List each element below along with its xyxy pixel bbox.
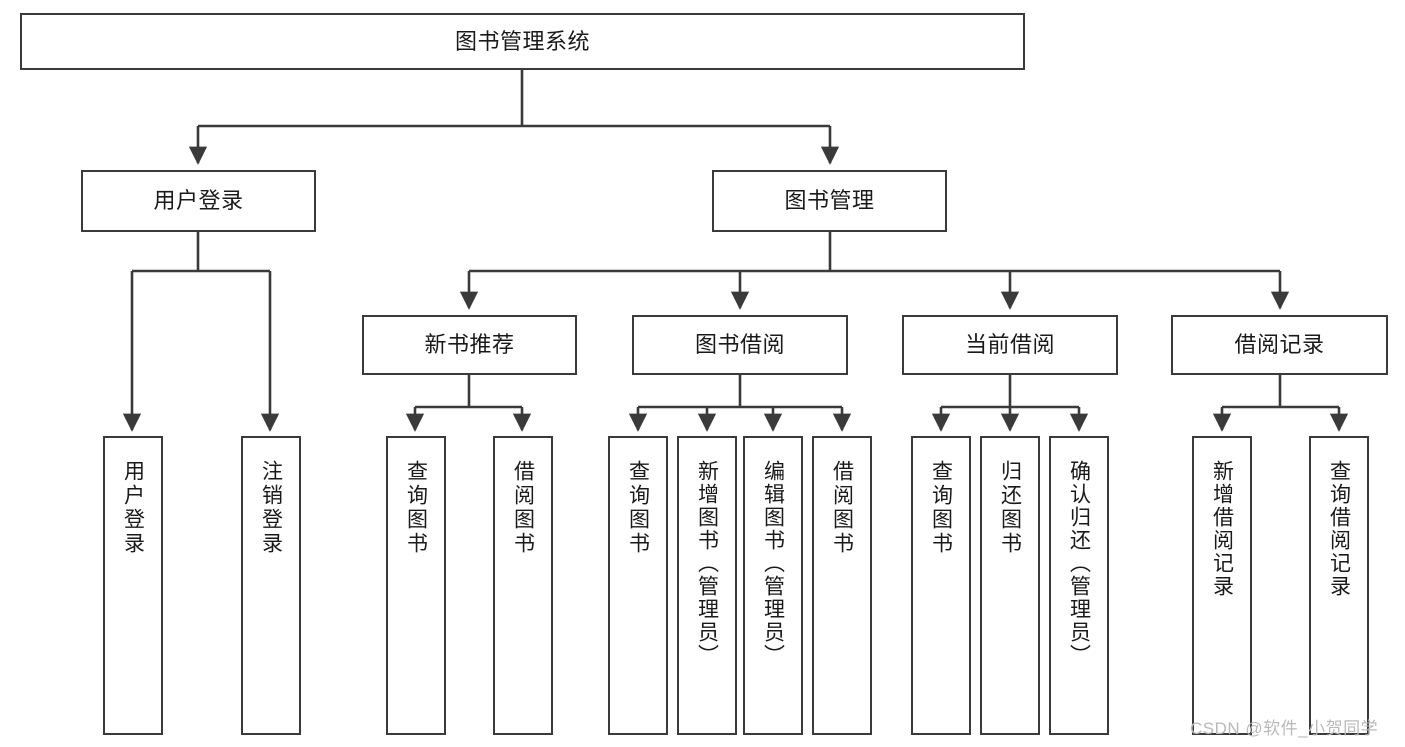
node-label: 借阅图书 xyxy=(511,460,535,556)
leaf-confirm-return-admin[interactable]: 确认归还（管理员） xyxy=(1049,436,1109,735)
node-label: 查询图书 xyxy=(404,460,428,556)
leaf-user-login[interactable]: 用户登录 xyxy=(103,436,163,735)
leaf-query-borrow-record[interactable]: 查询借阅记录 xyxy=(1309,436,1369,735)
leaf-borrow-book-recommend[interactable]: 借阅图书 xyxy=(493,436,553,735)
node-label: 归还图书 xyxy=(998,460,1022,556)
leaf-add-book-admin[interactable]: 新增图书（管理员） xyxy=(677,436,737,735)
node-user-login[interactable]: 用户登录 xyxy=(81,170,316,232)
node-borrow-record[interactable]: 借阅记录 xyxy=(1171,315,1388,375)
node-label: 用户登录 xyxy=(153,188,244,214)
node-book-borrow[interactable]: 图书借阅 xyxy=(632,315,848,375)
node-label: 注销登录 xyxy=(259,460,283,556)
node-label: 借阅记录 xyxy=(1234,332,1325,358)
leaf-query-book-recommend[interactable]: 查询图书 xyxy=(386,436,446,735)
node-root-book-management-system[interactable]: 图书管理系统 xyxy=(20,13,1025,70)
leaf-borrow-book[interactable]: 借阅图书 xyxy=(812,436,872,735)
watermark: CSDN @软件_小贺同学 xyxy=(1190,719,1379,738)
leaf-query-book-borrow[interactable]: 查询图书 xyxy=(608,436,668,735)
node-label: 图书管理 xyxy=(784,188,875,214)
leaf-add-borrow-record[interactable]: 新增借阅记录 xyxy=(1192,436,1252,735)
node-label: 借阅图书 xyxy=(830,460,854,556)
node-current-borrow[interactable]: 当前借阅 xyxy=(902,315,1118,375)
node-label: 当前借阅 xyxy=(964,332,1055,358)
leaf-edit-book-admin[interactable]: 编辑图书（管理员） xyxy=(743,436,803,735)
node-label: 新增图书（管理员） xyxy=(695,460,719,667)
leaf-user-logout[interactable]: 注销登录 xyxy=(241,436,301,735)
node-label: 编辑图书（管理员） xyxy=(761,460,785,667)
node-label: 新书推荐 xyxy=(424,332,515,358)
node-label: 查询图书 xyxy=(929,460,953,556)
node-label: 查询图书 xyxy=(626,460,650,556)
node-label: 新增借阅记录 xyxy=(1210,460,1234,598)
node-new-book-recommend[interactable]: 新书推荐 xyxy=(362,315,577,375)
node-label: 用户登录 xyxy=(121,460,145,556)
leaf-return-book[interactable]: 归还图书 xyxy=(980,436,1040,735)
node-label: 查询借阅记录 xyxy=(1327,460,1351,598)
node-label: 图书管理系统 xyxy=(454,28,590,54)
leaf-query-book-current[interactable]: 查询图书 xyxy=(911,436,971,735)
node-book-management[interactable]: 图书管理 xyxy=(712,170,947,232)
node-label: 图书借阅 xyxy=(694,332,785,358)
node-label: 确认归还（管理员） xyxy=(1067,460,1091,667)
